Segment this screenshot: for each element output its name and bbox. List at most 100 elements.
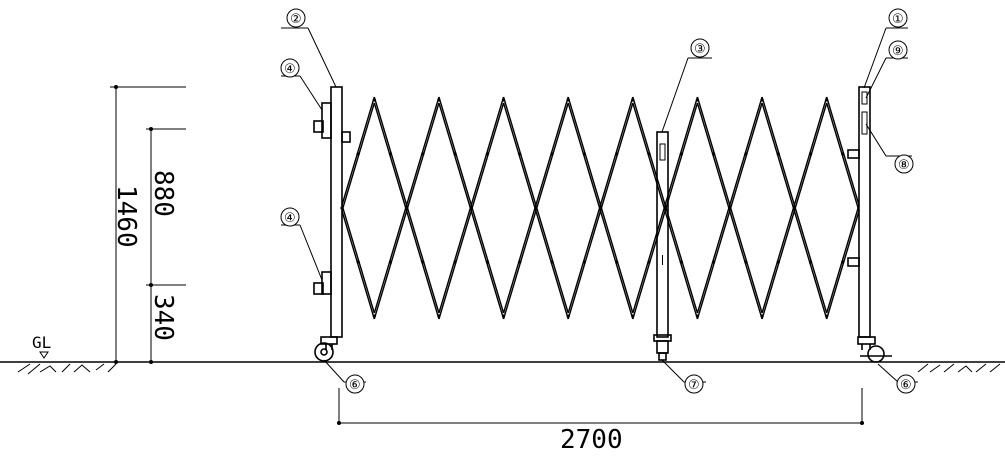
- lattice-pin: [421, 260, 425, 264]
- lattice-pin: [453, 260, 457, 264]
- lattice-pin: [388, 260, 393, 264]
- lattice-bar: [341, 102, 375, 212]
- svg-text:④: ④: [284, 211, 296, 226]
- lattice-bar: [632, 102, 666, 212]
- lattice-panel: [340, 96, 860, 320]
- lattice-pin: [631, 98, 635, 102]
- lattice-bar: [567, 102, 602, 212]
- callout-4-top: ④: [280, 58, 300, 78]
- lattice-pin: [663, 206, 667, 210]
- lattice-bar: [373, 96, 408, 206]
- lattice-bar: [664, 102, 699, 212]
- dimension-total-height-label: 1460: [111, 185, 141, 248]
- lattice-pin: [695, 314, 700, 318]
- lattice-bar: [729, 210, 763, 320]
- lattice-bar: [405, 210, 440, 320]
- svg-text:⑧: ⑧: [898, 158, 910, 173]
- lattice-pin: [453, 152, 457, 156]
- lattice-pin: [744, 152, 748, 156]
- lattice-bar: [761, 210, 796, 320]
- lattice-pin: [615, 260, 619, 264]
- lattice-bar: [535, 102, 569, 212]
- callout-2: ②: [286, 8, 306, 28]
- callout-3: ③: [690, 38, 710, 58]
- lattice-pin: [615, 152, 619, 156]
- lattice-bar: [502, 96, 537, 206]
- lattice-bar: [793, 96, 828, 206]
- lattice-bar: [470, 96, 505, 206]
- lattice-bar: [761, 204, 796, 314]
- lattice-bar: [696, 210, 731, 320]
- lattice-pin: [356, 260, 360, 264]
- lattice-bar: [599, 96, 634, 206]
- lattice-pin: [711, 152, 716, 156]
- lattice-bar: [826, 102, 860, 212]
- lattice-bar: [729, 102, 763, 212]
- lattice-pin: [405, 206, 409, 210]
- lattice-pin: [437, 314, 441, 318]
- lattice-pin: [679, 260, 683, 264]
- lattice-bar: [438, 102, 472, 212]
- lattice-pin: [356, 152, 360, 156]
- lattice-bar: [373, 204, 408, 314]
- left-post: [313, 86, 343, 362]
- lattice-pin: [518, 152, 522, 156]
- lattice-pin: [695, 98, 700, 102]
- lattice-pin: [760, 98, 764, 102]
- lattice-pin: [518, 260, 522, 264]
- lattice-bar: [599, 210, 634, 320]
- callout-8: ⑧: [894, 154, 914, 174]
- lattice-pin: [437, 98, 441, 102]
- lattice-bar: [632, 204, 666, 314]
- lattice-bar: [599, 204, 634, 314]
- lattice-bar: [438, 210, 472, 320]
- lattice-bar: [405, 204, 440, 314]
- lattice-pin: [485, 260, 490, 264]
- lattice-pin: [760, 314, 764, 318]
- lattice-pin: [647, 152, 651, 156]
- svg-text:③: ③: [694, 42, 706, 57]
- lattice-bar: [535, 204, 569, 314]
- dimension-total-height: 1460: [110, 85, 186, 364]
- callout-4-bottom: ④: [280, 207, 300, 227]
- dimension-lower-height-label: 340: [148, 294, 178, 341]
- lattice-pin: [566, 314, 570, 318]
- lattice-pin: [841, 260, 845, 264]
- lattice-bar: [535, 210, 569, 320]
- lattice-bar: [696, 96, 731, 206]
- lattice-pin: [728, 206, 732, 210]
- lattice-pin: [550, 260, 554, 264]
- lattice-pin: [776, 152, 780, 156]
- lattice-bar: [826, 210, 860, 320]
- lattice-pin: [388, 152, 393, 156]
- lattice-pin: [372, 98, 376, 102]
- lattice-bar: [826, 204, 860, 314]
- lattice-pin: [841, 152, 845, 156]
- lattice-bar: [373, 102, 408, 212]
- lattice-bar: [729, 204, 763, 314]
- lattice-pin: [679, 152, 683, 156]
- lattice-pin: [485, 152, 490, 156]
- lattice-bar: [664, 204, 699, 314]
- lattice-bar: [632, 210, 666, 320]
- lattice-bar: [761, 96, 796, 206]
- ground-hatch-right: [917, 363, 1001, 373]
- lattice-bar: [793, 204, 828, 314]
- lattice-bar: [599, 102, 634, 212]
- lattice-left-bracket: [341, 131, 351, 143]
- lattice-bar: [696, 204, 731, 314]
- lattice-bar: [729, 96, 763, 206]
- callout-6-left: ⑥: [345, 374, 365, 394]
- svg-text:④: ④: [284, 62, 296, 77]
- lattice-pin: [501, 314, 506, 318]
- lattice-pin: [421, 152, 425, 156]
- lattice-pin: [825, 314, 829, 318]
- svg-text:②: ②: [290, 12, 302, 27]
- lattice-pin: [550, 152, 554, 156]
- dimension-lower-height: 340: [148, 294, 178, 341]
- lattice-pin: [808, 152, 813, 156]
- svg-text:⑦: ⑦: [688, 378, 700, 393]
- lattice-pin: [744, 260, 748, 264]
- lattice-bar: [502, 102, 537, 212]
- lattice-bar: [373, 210, 408, 320]
